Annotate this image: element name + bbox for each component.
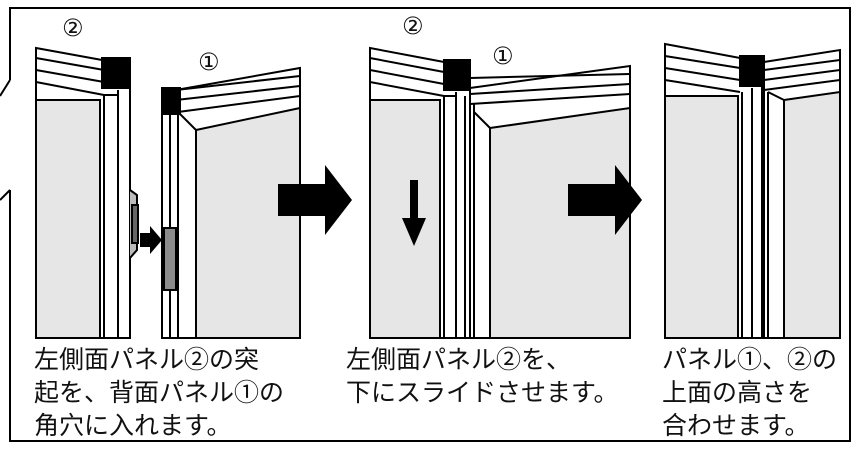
step1-caption-line-1: 左側面パネル②の突 — [34, 345, 260, 374]
step1-panel-1-corner-block — [161, 87, 181, 115]
insert-arrow-icon — [140, 226, 162, 254]
card-frame — [0, 7, 851, 442]
step3-caption-line-1: パネル①、②の — [662, 345, 838, 374]
step2-caption-line-1: 左側面パネル②を、 — [346, 345, 572, 374]
step3-caption-line-2: 上面の高さを — [662, 378, 813, 407]
step2-caption-line-2: 下にスライドさせます。 — [346, 378, 619, 407]
step3-panel-2-face — [664, 95, 739, 339]
step2-panel-2-corner-block — [443, 59, 471, 91]
step1-marker-panel-1: ① — [198, 48, 220, 76]
step3-figure — [664, 42, 841, 339]
step1-figure — [35, 46, 301, 339]
step3-panel-1-face — [783, 90, 841, 339]
right-arrow-icon — [568, 165, 642, 235]
step2-marker-panel-1: ① — [492, 42, 514, 70]
step1-panel-2-face — [35, 99, 101, 339]
step1-marker-panel-2: ② — [62, 14, 84, 42]
step3-caption-line-3: 合わせます。 — [662, 411, 810, 440]
step1-caption-line-2: 起を、背面パネル①の — [34, 378, 285, 407]
step1-panel-1-face — [195, 106, 301, 339]
step2-figure — [369, 46, 631, 339]
step3-corner-block — [739, 55, 765, 87]
step1-square-hole-tab — [163, 227, 177, 291]
step2-marker-panel-2: ② — [402, 12, 424, 40]
step1-panel-2-corner-block — [101, 57, 131, 89]
step1-caption-line-3: 角穴に入れます。 — [34, 411, 232, 440]
step2-panel-1-face — [489, 106, 631, 339]
right-arrow-icon — [278, 165, 352, 235]
down-arrow-icon — [402, 180, 426, 246]
